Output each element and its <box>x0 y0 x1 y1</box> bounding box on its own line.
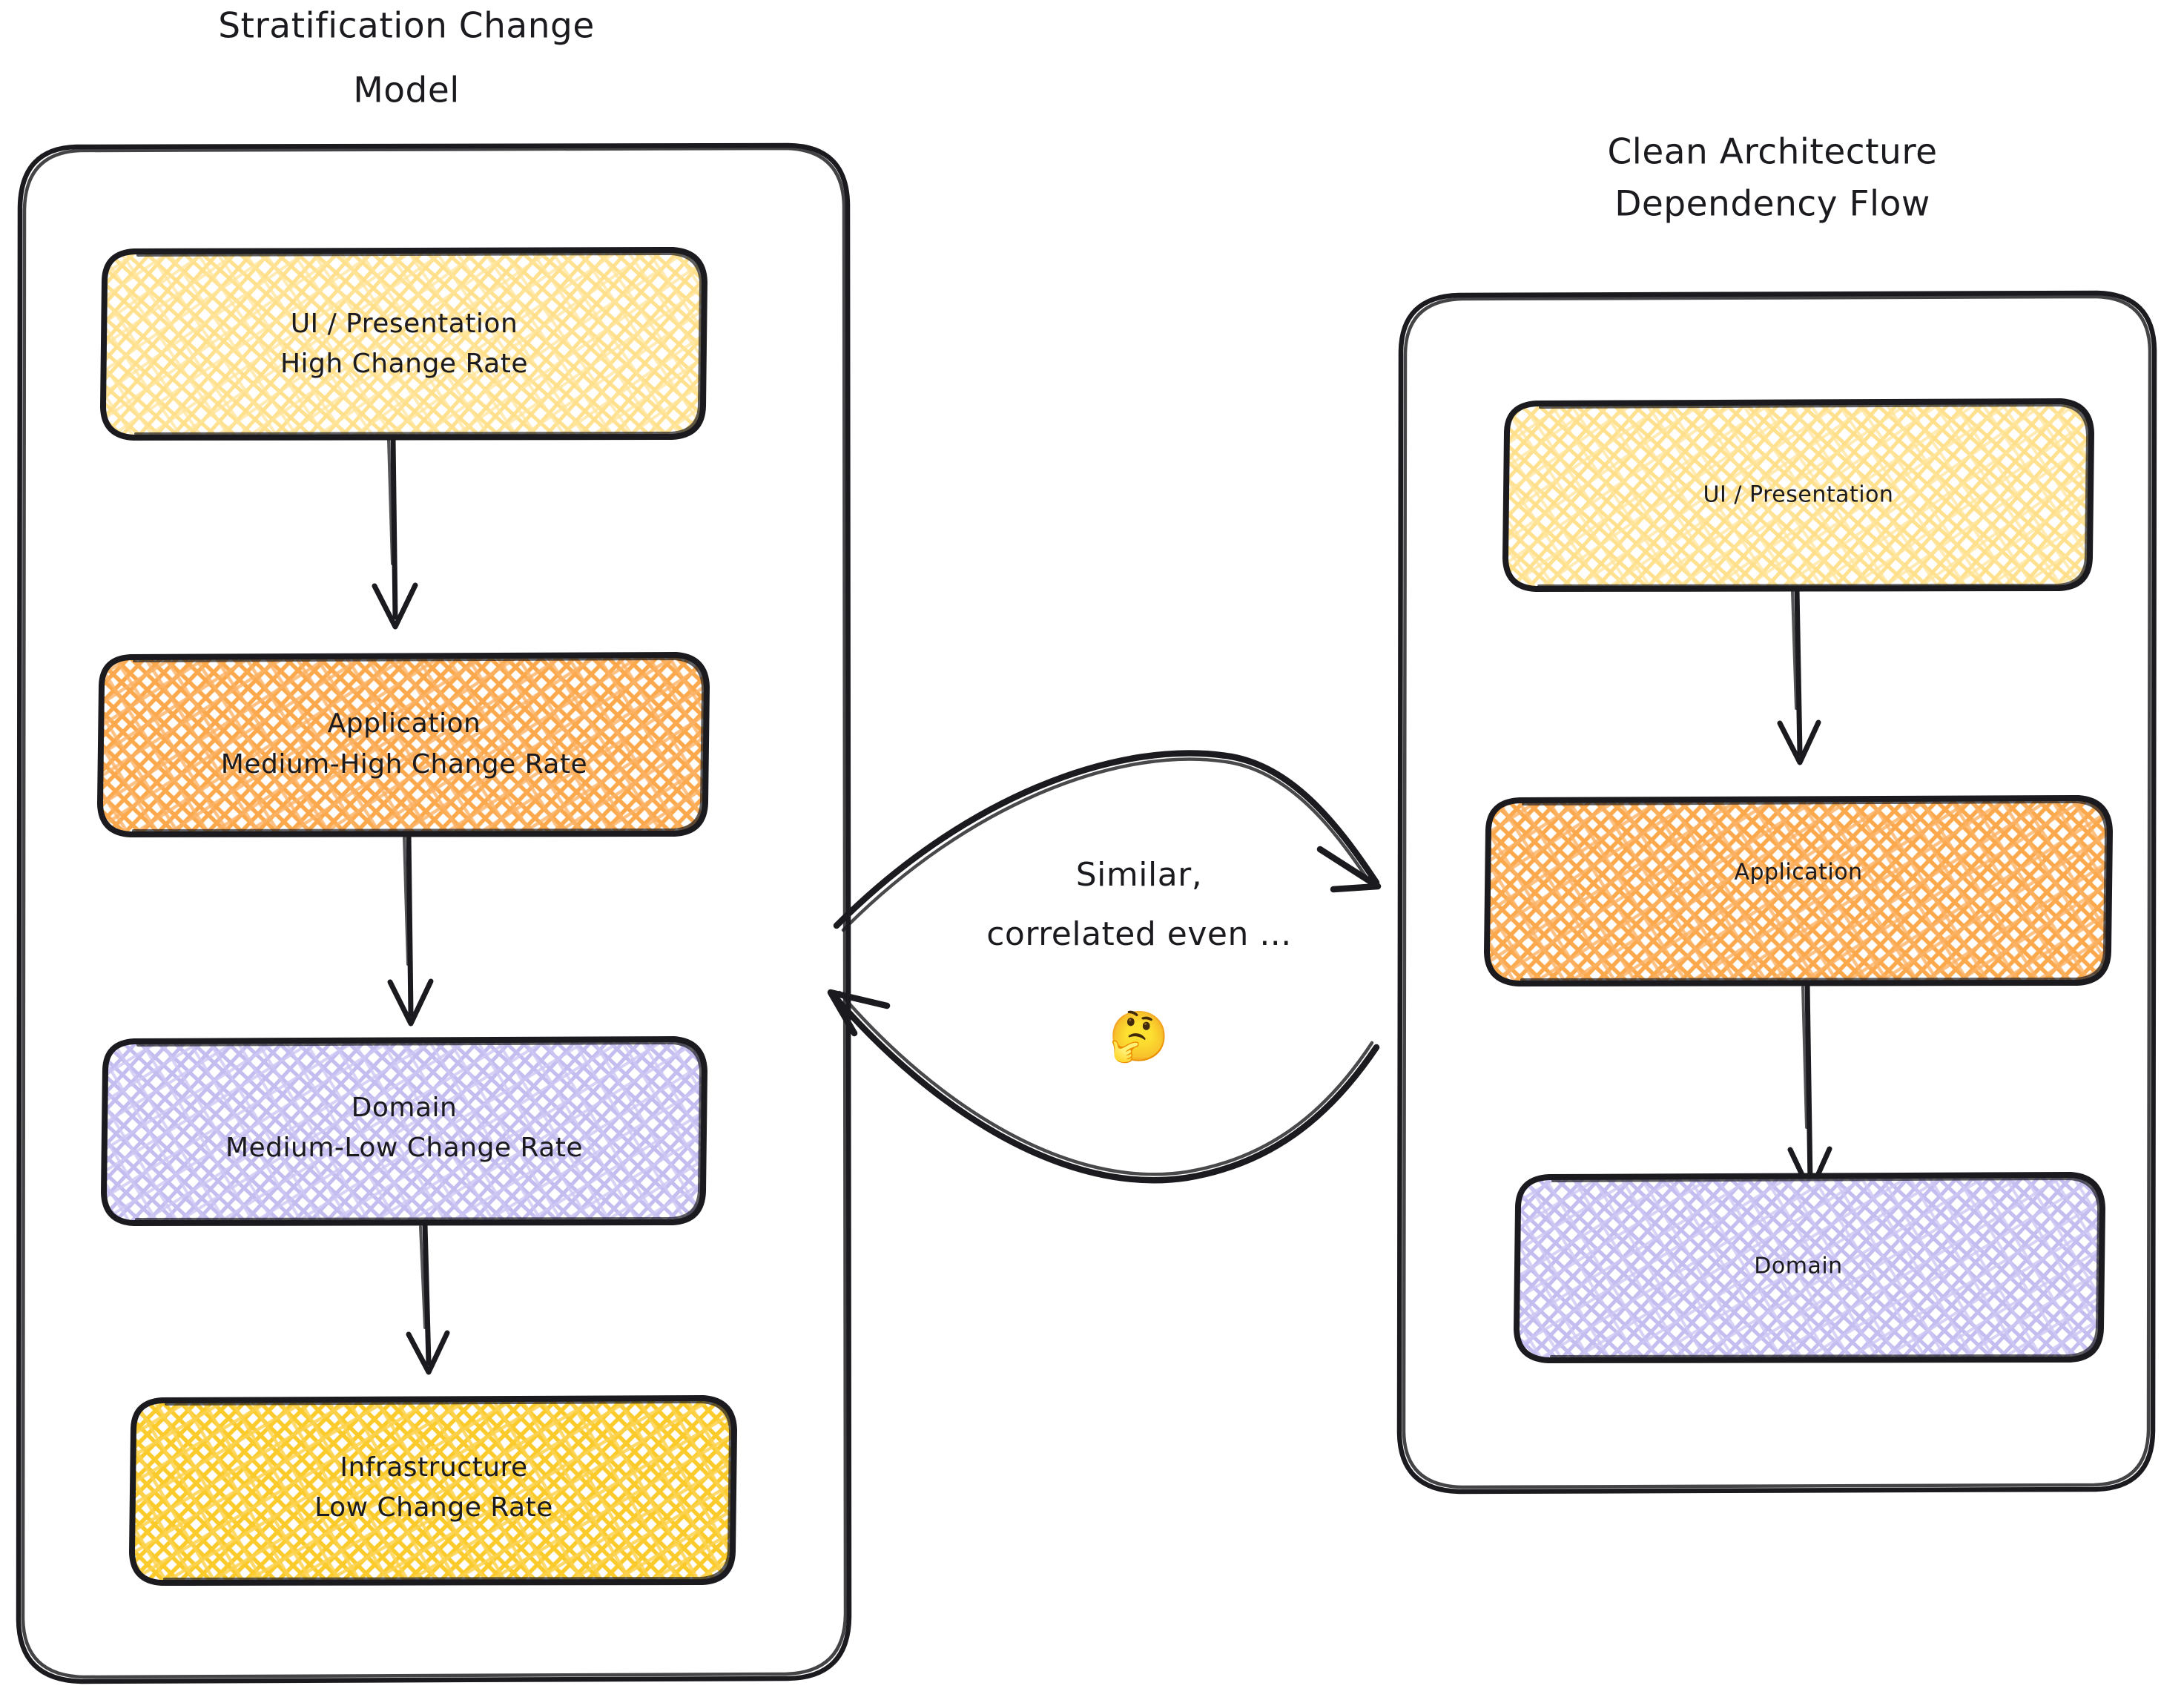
left-panel-title-line1: Stratification Change <box>218 6 595 47</box>
node-left-ui-presentation[interactable]: UI / Presentation High Change Rate <box>100 247 707 441</box>
left-panel-title: Stratification Change Model <box>218 6 595 111</box>
node-label-line1: Infrastructure <box>340 1452 527 1483</box>
connector-similar-correlated[interactable]: Similar, correlated even ... 🤔 <box>827 750 1382 1184</box>
node-right-ui-presentation[interactable]: UI / Presentation <box>1502 398 2094 592</box>
right-panel-title-line2: Dependency Flow <box>1614 184 1930 225</box>
arrow-right-application-to-domain <box>1787 982 1832 1195</box>
connector-label-line2: correlated even ... <box>986 915 1292 953</box>
arrow-left-domain-to-infrastructure <box>406 1222 450 1375</box>
node-label-line1: Domain <box>352 1093 458 1123</box>
thinking-face-emoji: 🤔 <box>1109 1008 1170 1065</box>
right-panel-title-line1: Clean Architecture <box>1607 132 1937 173</box>
right-panel-title: Clean Architecture Dependency Flow <box>1607 132 1937 225</box>
node-left-application[interactable]: Application Medium-High Change Rate <box>97 652 710 837</box>
node-label-line1: Application <box>328 708 481 739</box>
arrow-right-ui-to-application <box>1777 587 1821 765</box>
node-right-application[interactable]: Application <box>1484 795 2113 986</box>
node-label-line1: UI / Presentation <box>291 309 518 339</box>
node-label-line2: Medium-High Change Rate <box>221 749 587 780</box>
node-label-line1: UI / Presentation <box>1703 482 1894 508</box>
node-label-line2: Low Change Rate <box>314 1492 553 1523</box>
right-panel-container[interactable] <box>1396 290 2157 1495</box>
arrow-left-ui-to-application <box>372 436 418 630</box>
connector-label-line1: Similar, <box>1076 856 1203 894</box>
node-label-line1: Application <box>1734 860 1862 886</box>
arrow-left-application-to-domain <box>387 832 434 1027</box>
node-right-domain[interactable]: Domain <box>1514 1172 2105 1363</box>
node-label-line2: High Change Rate <box>280 349 528 379</box>
left-panel-container[interactable] <box>16 142 852 1684</box>
left-panel-title-line2: Model <box>353 70 460 111</box>
node-left-domain[interactable]: Domain Medium-Low Change Rate <box>101 1036 707 1226</box>
node-label-line1: Domain <box>1754 1253 1842 1279</box>
node-left-infrastructure[interactable]: Infrastructure Low Change Rate <box>129 1395 737 1586</box>
node-label-line2: Medium-Low Change Rate <box>225 1133 583 1163</box>
